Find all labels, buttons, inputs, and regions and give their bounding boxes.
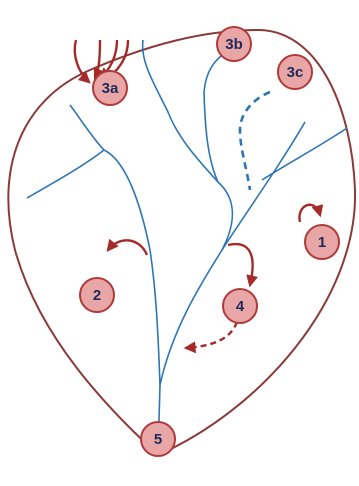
- right-tributary: [262, 128, 347, 180]
- leaf-outline: [8, 30, 355, 455]
- main-channel: [158, 122, 305, 455]
- left-channel: [70, 105, 160, 385]
- dashed-flow-3c: [240, 92, 270, 190]
- arrow-3a-mid: [95, 40, 100, 78]
- arrow-2: [108, 240, 147, 255]
- marker-1: 1: [305, 225, 339, 259]
- marker-3c: 3c: [278, 55, 312, 89]
- channel-3b: [204, 52, 226, 182]
- channel-network: [27, 40, 347, 455]
- marker-5: 5: [141, 422, 175, 456]
- far-left-tributary: [27, 150, 104, 198]
- marker-3b-label: 3b: [225, 36, 243, 53]
- arrow-1: [299, 205, 320, 222]
- marker-5-label: 5: [154, 431, 162, 448]
- marker-3b: 3b: [217, 27, 251, 61]
- center-channel: [143, 40, 233, 250]
- marker-3c-label: 3c: [287, 64, 304, 81]
- marker-2: 2: [80, 278, 114, 312]
- marker-3a: 3a: [93, 71, 127, 105]
- arrow-4-dashed: [186, 322, 237, 348]
- arrow-4: [228, 244, 253, 285]
- marker-3a-label: 3a: [102, 80, 119, 97]
- marker-4: 4: [223, 289, 257, 323]
- marker-1-label: 1: [318, 234, 326, 251]
- marker-4-label: 4: [236, 298, 245, 315]
- marker-2-label: 2: [93, 287, 101, 304]
